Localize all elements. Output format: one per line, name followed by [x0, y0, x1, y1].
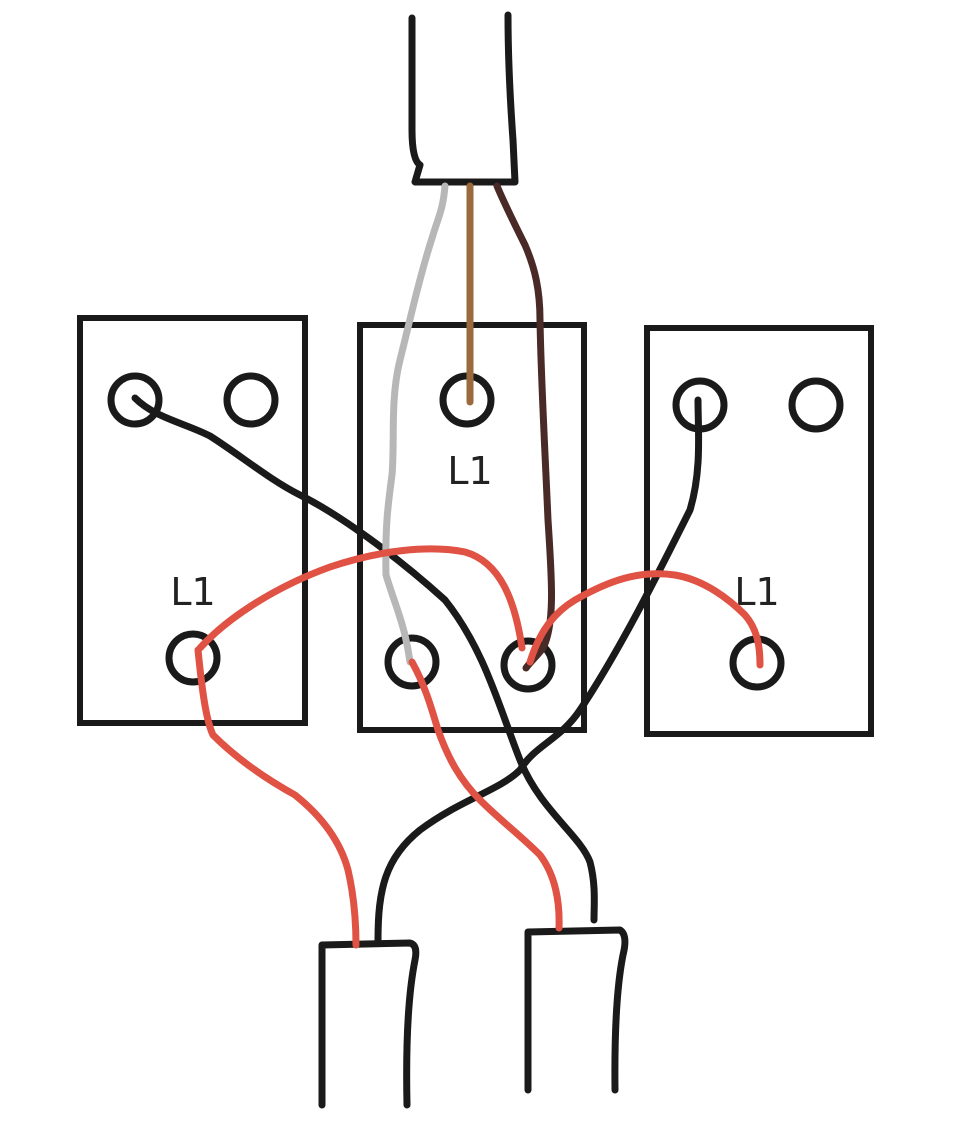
center-switch-terminal-bottom-right: [500, 637, 556, 693]
left-switch-l1-label: L1: [170, 570, 215, 614]
black-wire-right-to-bottom-left: [374, 396, 703, 944]
right-switch-terminal-top-right: [788, 377, 844, 433]
bottom-right-cable-sheath: [524, 926, 629, 1094]
red-wire-center-to-bottom-right: [408, 658, 563, 932]
grey-wire: [382, 182, 449, 666]
right-switch-plate: [644, 325, 874, 737]
left-switch-terminal-top-right: [223, 372, 279, 428]
red-wire-center-to-right-l1: [526, 570, 764, 669]
left-switch-terminal-l1: [165, 630, 221, 686]
bottom-left-cable-sheath: [318, 939, 420, 1109]
center-switch-l1-label: L1: [447, 449, 492, 493]
left-switch-plate: [77, 315, 308, 726]
black-wire-left-to-bottom-right: [131, 394, 598, 924]
right-switch-l1-label: L1: [734, 570, 779, 614]
dark-brown-wire: [493, 182, 555, 672]
red-wire-left-l1-to-center: [196, 545, 526, 652]
center-switch-terminal-bottom-left: [384, 634, 440, 690]
red-wire-left-l1-to-bottom-left: [194, 646, 360, 949]
left-switch-terminal-top-left: [107, 372, 163, 428]
top-cable-sheath: [408, 11, 519, 186]
